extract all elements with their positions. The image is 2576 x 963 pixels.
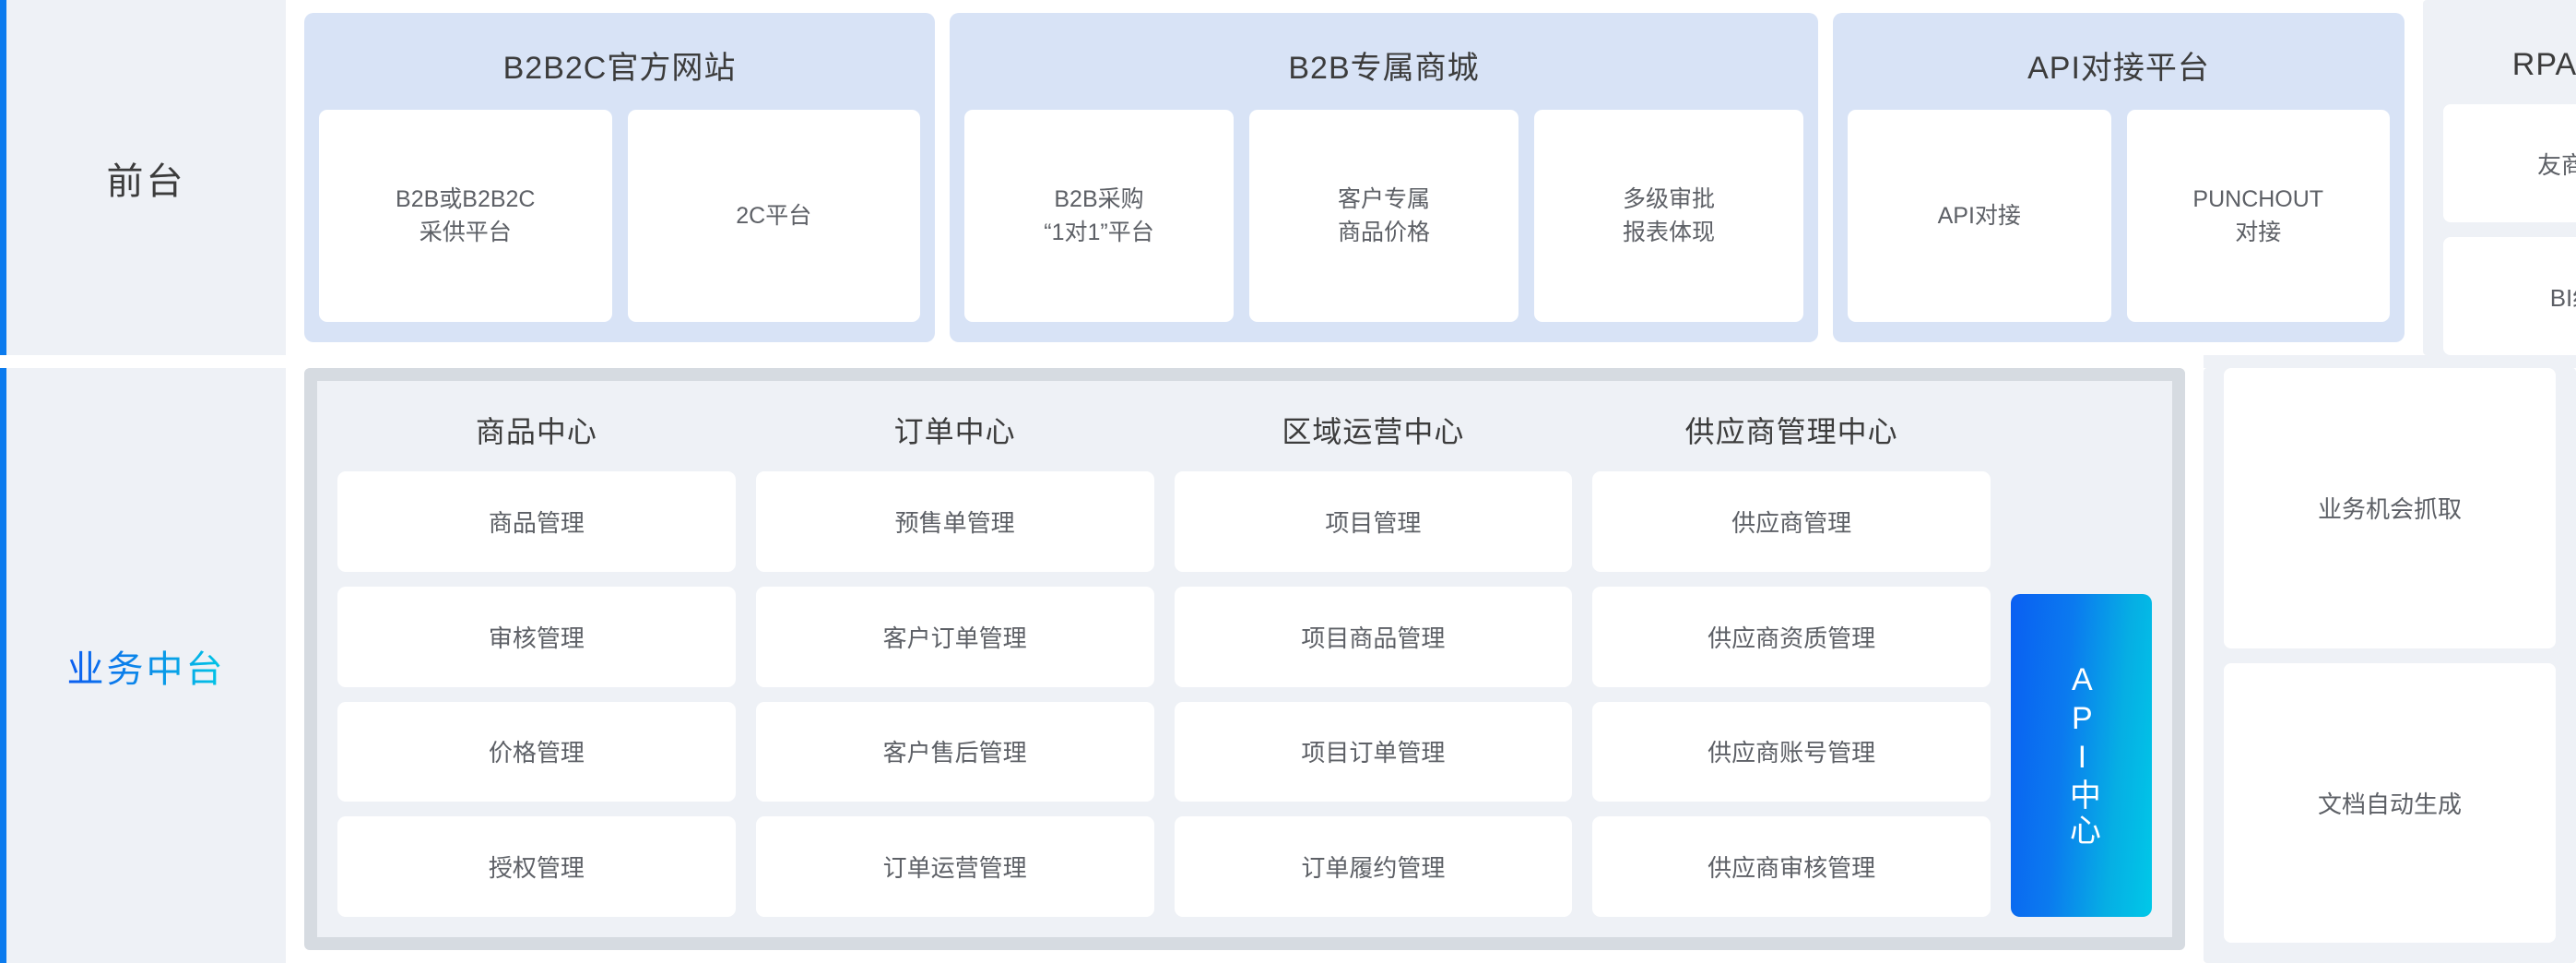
row-divider-gap [0,355,2576,368]
column-supplier-management-center: 供应商管理中心 供应商管理 供应商资质管理 供应商账号管理 供应商审核管理 [1592,381,1991,917]
item-supplier-management[interactable]: 供应商管理 [1592,471,1991,572]
rail-front-stage: 前台 [0,0,286,355]
api-center-bar[interactable]: API中心 [2011,594,2152,917]
item-authorization-management[interactable]: 授权管理 [337,816,736,917]
item-project-order-management[interactable]: 项目订单管理 [1174,701,1573,802]
panel-title-rpa-support: RPA支撑系统 [2511,47,2576,82]
panel-rpa-support-bottom[interactable]: 业务机会抓取 文档自动生成 [2204,368,2576,963]
api-center-label: API中心 [2064,662,2100,849]
column-order-center: 订单中心 预售单管理 客户订单管理 客户售后管理 订单运营管理 [755,381,1154,917]
card-multilevel-approval-report[interactable]: 多级审批报表体现 [1534,110,1803,322]
rail-business-platform: 业务中台 [0,368,286,963]
item-project-management[interactable]: 项目管理 [1174,471,1573,572]
gap-rpa [2204,355,2576,368]
card-2c-platform[interactable]: 2C平台 [627,110,920,322]
item-supplier-qualification-management[interactable]: 供应商资质管理 [1592,586,1991,687]
rail-spacer-top [286,0,304,355]
card-api-docking[interactable]: API对接 [1848,110,2111,322]
card-b2b-procurement-one-to-one[interactable]: B2B采购“1对1”平台 [964,110,1234,322]
panel-title-b2b2c-website: B2B2C官方网站 [502,51,737,86]
item-customer-aftersales-management[interactable]: 客户售后管理 [755,701,1154,802]
panel-cards-b2b-exclusive-mall: B2B采购“1对1”平台 客户专属商品价格 多级审批报表体现 [964,110,1803,322]
middle-platform-row: 业务中台 商品中心 商品管理 审核管理 价格管理 授权管理 [0,368,2576,963]
rpa-cards-bottom: 业务机会抓取 文档自动生成 [2224,368,2556,943]
rail-business-platform-label: 业务中台 [67,639,226,693]
panel-rpa-support-top[interactable]: RPA支撑系统 友商数据获取 BI统计分析 [2423,0,2576,355]
column-product-center: 商品中心 商品管理 审核管理 价格管理 授权管理 [337,381,736,917]
item-customer-order-management[interactable]: 客户订单管理 [755,586,1154,687]
middle-platform-zone: 商品中心 商品管理 审核管理 价格管理 授权管理 订单中心 预售单管理 [304,368,2185,963]
column-title-order-center: 订单中心 [893,415,1016,448]
item-order-fulfillment-management[interactable]: 订单履约管理 [1174,816,1573,917]
card-document-auto-generation[interactable]: 文档自动生成 [2224,662,2556,943]
card-business-opportunity-capture[interactable]: 业务机会抓取 [2224,368,2556,648]
rpa-gap-top [2405,0,2423,355]
item-project-product-management[interactable]: 项目商品管理 [1174,586,1573,687]
middle-platform-columns: 商品中心 商品管理 审核管理 价格管理 授权管理 订单中心 预售单管理 [337,381,1991,917]
gap-center [286,355,2204,368]
panel-b2b-exclusive-mall[interactable]: B2B专属商城 B2B采购“1对1”平台 客户专属商品价格 多级审批报表体现 [950,13,1818,342]
middle-platform-panel: 商品中心 商品管理 审核管理 价格管理 授权管理 订单中心 预售单管理 [304,368,2185,950]
item-order-operation-management[interactable]: 订单运营管理 [755,816,1154,917]
item-audit-management[interactable]: 审核管理 [337,586,736,687]
rail-front-stage-label: 前台 [106,160,186,202]
card-customer-exclusive-price[interactable]: 客户专属商品价格 [1249,110,1518,322]
column-items-supplier-management-center: 供应商管理 供应商资质管理 供应商账号管理 供应商审核管理 [1592,471,1991,917]
item-price-management[interactable]: 价格管理 [337,701,736,802]
column-items-product-center: 商品管理 审核管理 价格管理 授权管理 [337,471,736,917]
rpa-gap-mid [2185,368,2204,963]
column-items-order-center: 预售单管理 客户订单管理 客户售后管理 订单运营管理 [755,471,1154,917]
rpa-cards-top: 友商数据获取 BI统计分析 [2443,104,2576,355]
card-competitor-data-capture[interactable]: 友商数据获取 [2443,104,2576,222]
gap-rail [0,355,286,368]
item-supplier-account-management[interactable]: 供应商账号管理 [1592,701,1991,802]
item-supplier-audit-management[interactable]: 供应商审核管理 [1592,816,1991,917]
column-items-regional-operation-center: 项目管理 项目商品管理 项目订单管理 订单履约管理 [1174,471,1573,917]
panel-title-b2b-exclusive-mall: B2B专属商城 [1288,51,1480,86]
column-regional-operation-center: 区域运营中心 项目管理 项目商品管理 项目订单管理 订单履约管理 [1174,381,1573,917]
api-center-wrapper: API中心 [1991,381,2152,917]
column-title-supplier-management-center: 供应商管理中心 [1684,415,1898,448]
panel-title-api-integration: API对接平台 [2027,51,2210,86]
column-title-product-center: 商品中心 [475,415,597,448]
item-presale-order-management[interactable]: 预售单管理 [755,471,1154,572]
column-title-regional-operation-center: 区域运营中心 [1282,415,1465,448]
card-bi-statistics-analysis[interactable]: BI统计分析 [2443,237,2576,355]
rail-spacer-mid [286,368,304,963]
item-product-management[interactable]: 商品管理 [337,471,736,572]
